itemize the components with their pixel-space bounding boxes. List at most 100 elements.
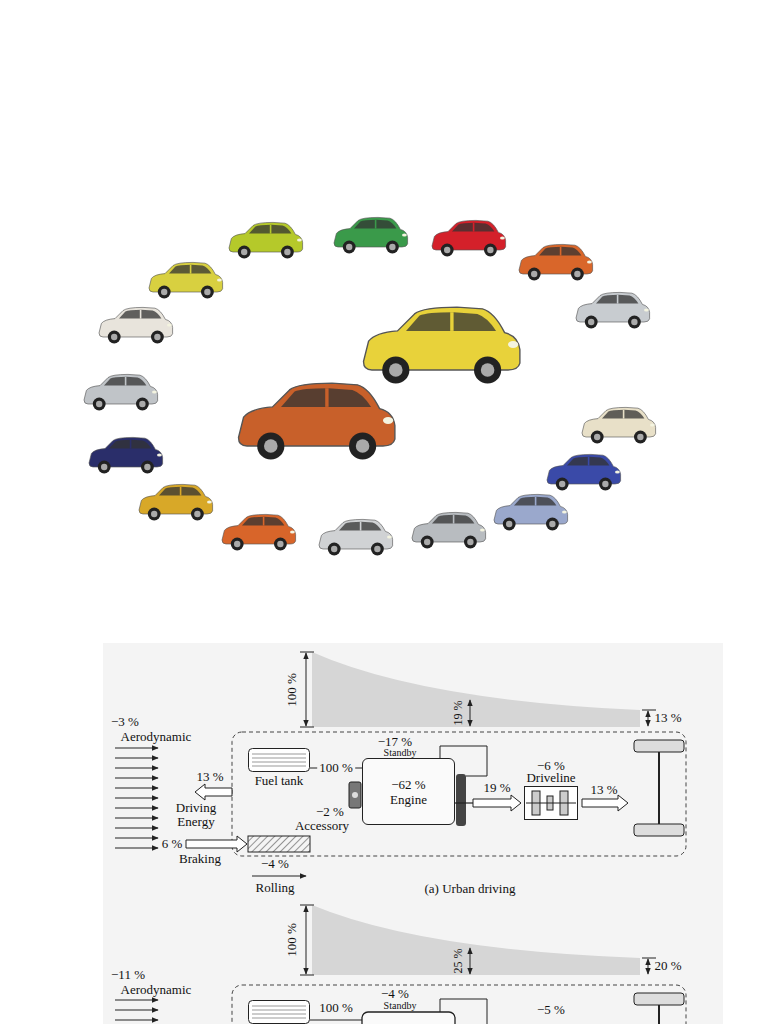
diagram-panel (103, 643, 723, 1024)
figure-caption: (a) Urban driving (425, 882, 516, 896)
diagram-label: −4 % (261, 857, 289, 871)
car-ring (519, 244, 593, 280)
diagram-label: 100 % (319, 1001, 353, 1015)
highway-vehicle (362, 1012, 455, 1024)
node-caption: −6 %Driveline (526, 760, 575, 784)
flow-arrows (186, 836, 247, 852)
node-text: Fuel tank (255, 775, 304, 787)
highway-vehicle (252, 1006, 306, 1007)
edge-label: 100 % (317, 761, 355, 775)
wheel-axle (658, 752, 660, 824)
aerodynamic-arrows (115, 758, 158, 759)
car-ring (229, 222, 303, 258)
urban-energy-band (300, 652, 314, 653)
urban-energy-band (312, 652, 640, 727)
car-ring (149, 262, 223, 298)
highway-energy-band (300, 905, 656, 975)
wheel-axle (634, 824, 684, 836)
car-ring (239, 383, 395, 460)
diagram-label: 100 % (285, 673, 299, 707)
engine-parts (349, 782, 361, 808)
car-ring (139, 484, 213, 520)
aerodynamic-arrows (115, 828, 158, 829)
flow-arrow (473, 795, 521, 811)
node-text: Engine (390, 792, 427, 807)
node-caption: Fuel tank (255, 775, 304, 787)
highway-energy-band (300, 905, 314, 906)
engine-parts (352, 792, 358, 798)
highway-vehicle (252, 1018, 306, 1019)
car-ring (432, 220, 506, 256)
aerodynamic-arrows (115, 748, 158, 848)
engine-box: −62 %Engine (362, 758, 455, 825)
highway-vehicle (252, 1010, 306, 1011)
highway-vehicle (249, 1001, 310, 1024)
edge-label: 19 % (483, 781, 510, 795)
engine-parts (349, 746, 487, 826)
car-ring (84, 217, 656, 555)
diagram-label: Driving Energy (168, 801, 224, 829)
urban-energy-band (306, 653, 307, 726)
car-ring (364, 307, 520, 384)
diagram-label: 6 % (162, 837, 183, 851)
highway-vehicle (440, 999, 487, 1024)
aerodynamic-arrows (115, 848, 158, 849)
diagram-label: 13 % (196, 770, 223, 784)
highway-vehicle (252, 1014, 306, 1015)
aerodynamic-arrows (115, 798, 158, 799)
car-ring (99, 307, 173, 343)
diagram-label: −5 % (537, 1003, 565, 1017)
highway-energy-band (306, 906, 307, 974)
fuel-tank-symbol (248, 748, 310, 772)
car-ring (412, 512, 486, 548)
engine-parts (456, 774, 466, 826)
aerodynamic-arrows (115, 778, 158, 779)
fuel-tank-symbol (252, 758, 306, 759)
aerodynamic-arrows (115, 818, 158, 819)
highway-vehicle (232, 985, 686, 1024)
transmission-symbol (525, 787, 578, 820)
aerodynamic-arrows (115, 748, 158, 749)
car-ring (494, 494, 568, 530)
highway-vehicle (658, 1005, 660, 1024)
node-text: −6 % (526, 760, 575, 772)
node-text: Driveline (526, 772, 575, 784)
car-ring (582, 407, 656, 443)
highway-energy-band (642, 958, 656, 959)
diagram-label: −4 % (381, 987, 409, 1001)
car-ring (84, 374, 158, 410)
highway-vehicle (115, 985, 686, 1024)
transmission-symbol (524, 786, 578, 820)
fuel-tank-symbol (252, 766, 306, 767)
flow-arrows (195, 784, 232, 800)
rolling-resistance (248, 836, 310, 876)
fuel-tank-symbol (252, 762, 306, 763)
urban-energy-band (470, 700, 471, 726)
highway-energy-band (312, 905, 640, 975)
highway-energy-band (470, 948, 471, 974)
diagram-label: −3 % (111, 715, 139, 729)
car-ring (576, 292, 650, 328)
wheel-axle (634, 740, 684, 836)
vehicle-boundary (232, 732, 686, 856)
diagram-label: −2 % (316, 805, 344, 819)
diagram-label: Standby (384, 999, 417, 1013)
node-text: −62 % (391, 777, 425, 792)
car-ring (89, 437, 163, 473)
diagram-label: 20 % (654, 959, 681, 973)
diagram-label: 13 % (590, 783, 617, 797)
wheel-axle (634, 740, 684, 752)
diagram-label: Aerodynamic (121, 983, 192, 997)
highway-vehicle (115, 1020, 158, 1021)
aerodynamic-arrows (115, 768, 158, 769)
vehicle-boundary (232, 732, 686, 856)
car-ring (547, 454, 621, 490)
connector (455, 795, 521, 811)
rolling-resistance (248, 836, 310, 852)
urban-energy-band (642, 710, 656, 711)
highway-vehicle (115, 1010, 158, 1011)
aerodynamic-arrows (115, 808, 158, 809)
diagram-label: Rolling (255, 881, 294, 895)
